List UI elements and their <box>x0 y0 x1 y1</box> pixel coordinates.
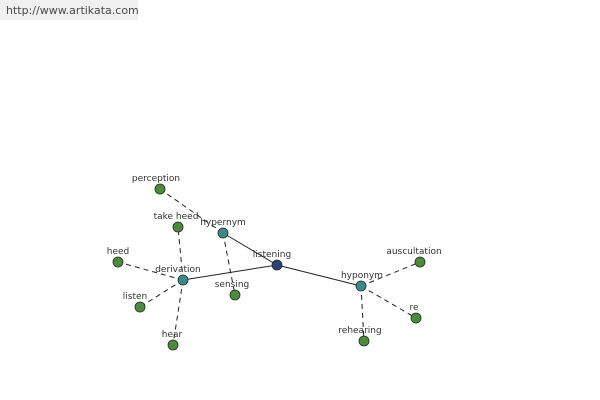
node-hypernym[interactable] <box>217 227 229 239</box>
edge-listening-hyponym <box>276 264 362 287</box>
node-perception[interactable] <box>154 183 166 195</box>
label-perception: perception <box>132 174 180 184</box>
node-auscultation[interactable] <box>414 256 426 268</box>
nodes-layer <box>112 183 426 351</box>
edge-hypernym-perception <box>159 188 224 234</box>
label-hypernym: hypernym <box>200 218 246 228</box>
node-sensing[interactable] <box>229 289 241 301</box>
node-heed[interactable] <box>112 256 124 268</box>
label-listening: listening <box>253 250 291 260</box>
node-listen[interactable] <box>134 301 146 313</box>
label-auscultation: auscultation <box>386 247 441 257</box>
edges-layer <box>117 188 421 346</box>
node-hear[interactable] <box>167 339 179 351</box>
label-listen: listen <box>123 292 147 302</box>
node-rehearing[interactable] <box>358 335 370 347</box>
node-derivation[interactable] <box>177 274 189 286</box>
edge-hyponym-rehearing <box>360 285 365 342</box>
labels-layer: listening hypernym derivation hyponym percep… <box>107 174 442 340</box>
label-hear: hear <box>162 330 183 340</box>
url-text[interactable]: http://www.artikata.com <box>6 4 139 17</box>
label-take-heed: take heed <box>154 212 199 222</box>
label-sensing: sensing <box>215 280 250 290</box>
edge-listening-derivation <box>182 264 278 281</box>
edge-derivation-hear <box>172 279 184 346</box>
node-take-heed[interactable] <box>172 221 184 233</box>
edge-hyponym-re <box>360 285 417 319</box>
label-derivation: derivation <box>155 265 201 275</box>
label-heed: heed <box>107 247 130 257</box>
label-hyponym: hyponym <box>341 271 383 281</box>
node-re[interactable] <box>410 312 422 324</box>
edge-derivation-heed <box>117 261 184 281</box>
label-rehearing: rehearing <box>338 326 381 336</box>
edge-hyponym-auscultation <box>360 261 421 287</box>
url-banner: http://www.artikata.com <box>0 0 139 20</box>
node-listening[interactable] <box>271 259 283 271</box>
edge-hypernym-sensing <box>222 232 236 296</box>
label-re: re <box>409 303 419 313</box>
node-hyponym[interactable] <box>355 280 367 292</box>
edge-listening-hypernym <box>222 232 278 266</box>
